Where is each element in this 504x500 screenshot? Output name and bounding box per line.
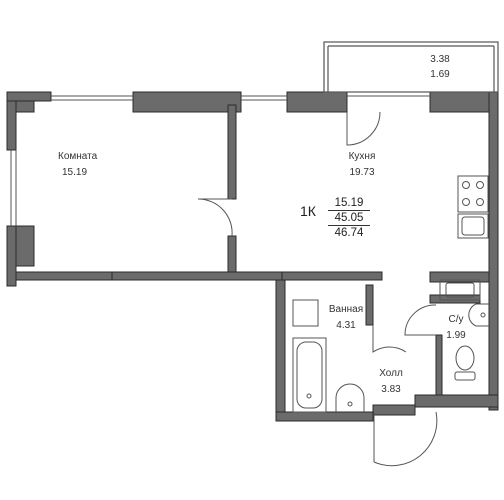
balcony-outline	[323, 41, 499, 93]
toilet-icon	[454, 345, 476, 381]
stove-icon	[457, 175, 489, 213]
partition-room-kitchen	[227, 104, 237, 200]
area-summary: 15.19 45.05 46.74	[328, 196, 370, 240]
bath-outer-left	[275, 279, 286, 421]
room-area-wc: 1.99	[446, 330, 466, 341]
wc-sink-icon	[468, 303, 489, 327]
wc-top-wall	[429, 271, 490, 283]
room-area-bathroom: 4.31	[336, 320, 356, 331]
door-bathroom	[372, 325, 407, 353]
room-name-wc: С/у	[448, 314, 464, 325]
kitchen-sink-icon	[457, 213, 489, 239]
room-area-living: 15.19	[62, 167, 88, 178]
top-wall-right	[429, 91, 499, 113]
door-room	[197, 198, 233, 237]
room-name-kitchen: Кухня	[348, 151, 376, 162]
bathroom-cabinet-icon	[292, 299, 319, 327]
room-name-bathroom: Ванная	[328, 304, 364, 315]
bathtub-icon	[292, 337, 327, 413]
room-area-kitchen: 19.73	[349, 167, 375, 178]
hall-bottom-wall	[372, 404, 416, 416]
washing-machine-icon	[439, 279, 481, 301]
top-wall-left	[6, 91, 52, 102]
room-area-hall: 3.83	[381, 384, 401, 395]
total-area-value: 45.05	[328, 211, 370, 226]
room-name-hall: Холл	[379, 368, 403, 379]
outer-wall-left-corner2	[15, 225, 35, 267]
apartment-type: 1К	[300, 203, 316, 219]
door-entrance	[373, 411, 438, 467]
bath-outer-bottom	[275, 411, 374, 422]
total-area-with-balcony-value: 46.74	[334, 227, 364, 239]
bottom-wall-kitchen	[111, 271, 283, 281]
balcony-area-reduced: 1.69	[430, 69, 450, 80]
wc-bottom-wall	[414, 394, 499, 408]
outer-wall-left-bottom	[6, 225, 17, 287]
top-wall-mid-left	[132, 91, 242, 113]
bottom-wall-kitchen-right	[281, 271, 383, 281]
balcony-area-full: 3.38	[430, 54, 450, 65]
kitchen-right-stub	[429, 294, 481, 304]
bath-hall-partition	[365, 284, 374, 326]
partition-room-kitchen-lower	[227, 235, 237, 275]
washbasin-icon	[335, 383, 365, 412]
top-wall-mid	[286, 91, 348, 113]
door-wc	[404, 304, 437, 336]
door-balcony	[346, 111, 381, 146]
outer-wall-right	[488, 91, 499, 411]
living-area-value: 15.19	[328, 196, 370, 211]
bottom-wall-room	[15, 271, 113, 281]
room-name-living: Комната	[58, 151, 98, 162]
